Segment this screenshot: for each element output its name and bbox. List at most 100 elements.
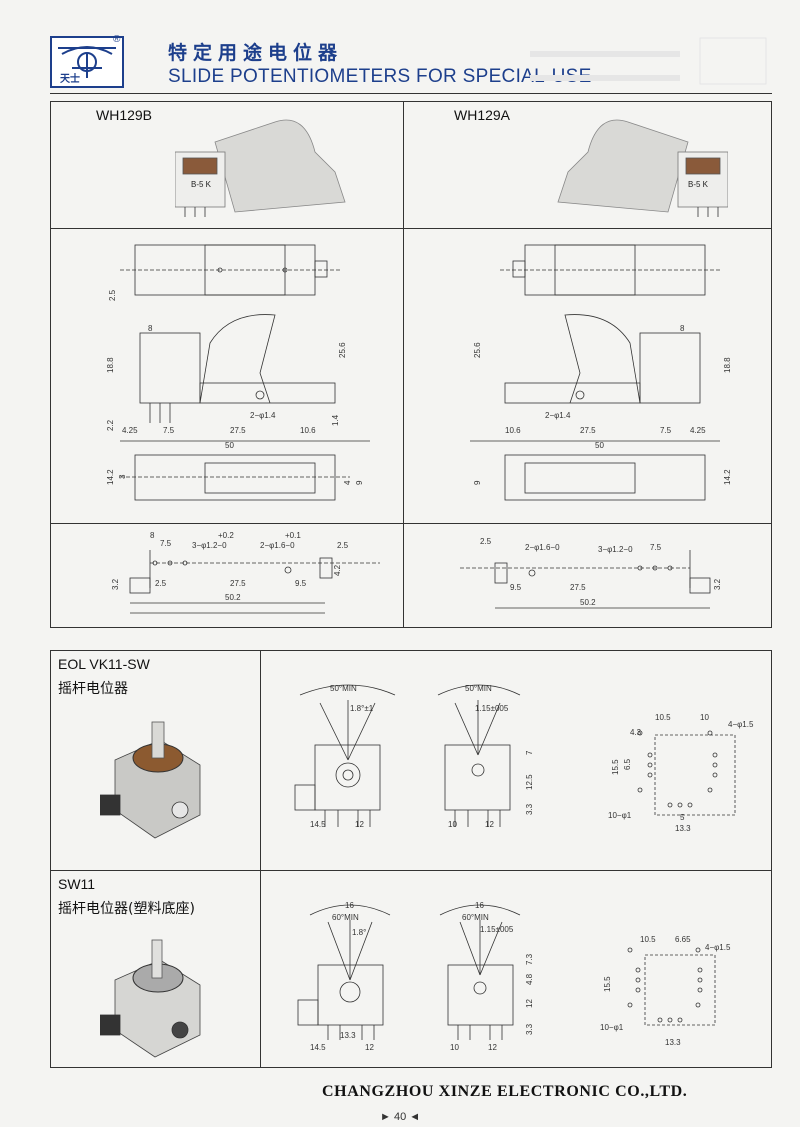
sw-a60: 60°MIN [332,913,359,922]
js-a1: 1.8°±1 [350,704,374,713]
table-hdivider-2 [50,523,772,524]
sw3-d6-65: 6.65 [675,935,691,944]
dim-7-5-r: 7.5 [660,426,672,435]
pcb-r-d27-5: 27.5 [570,583,586,592]
dim-14-2-r: 14.2 [723,469,732,485]
pcb-d9-5: 9.5 [295,579,307,588]
company-logo: 天士 [50,36,124,88]
js2-d10: 10 [448,820,457,829]
dim-25-6: 25.6 [338,342,347,358]
page-title-cn: 特定用途电位器 [168,42,344,64]
js3-d10-5: 10.5 [655,713,671,722]
drawing-sw11: 16 60°MIN 1.8° 14.5 13.3 12 16 60°MIN 1.… [270,880,765,1060]
sw2-d12: 12 [525,999,534,1008]
sw-a1-8: 1.8° [352,928,366,937]
dim-4-25-r: 4.25 [690,426,706,435]
js3-d10: 10 [700,713,709,722]
pcb-d4-2: 4.2 [333,564,342,576]
sw2-a60: 60°MIN [462,913,489,922]
js3-d5: 5 [680,813,685,822]
sw-d13-3: 13.3 [340,1031,356,1040]
sw-d12: 12 [365,1043,374,1052]
dim-27-5: 27.5 [230,426,246,435]
model-label-eol-vk11-sw: EOL VK11-SW [58,656,150,672]
sw2-d3-3: 3.3 [525,1023,534,1035]
pcb-d27-5: 27.5 [230,579,246,588]
js3-holes: 4−φ1.5 [728,720,754,729]
dim-50-r: 50 [595,441,604,450]
sw2-d7-3: 7.3 [525,953,534,965]
faded-background-watermark [530,36,770,88]
sw3-pins: 10−φ1 [600,1023,624,1032]
product-label-left: B-5 K [191,180,212,189]
js3-pins: 10−φ1 [608,811,632,820]
dim-4-25: 4.25 [122,426,138,435]
sw2-a2: 1.15±005 [480,925,514,934]
pcb-r-d3-2: 3.2 [713,578,722,590]
joystick-table-hdivider [50,870,772,871]
page-number-value: 40 [393,1111,407,1123]
dim-10-6: 10.6 [300,426,316,435]
sw-d16: 16 [345,901,354,910]
pcb-hole1: 3−φ1.2−0 [192,541,227,550]
sw2-d4-8: 4.8 [525,973,534,985]
dim-holes-r: 2−φ1.4 [545,411,571,420]
js2-a2: 1.15±005 [475,704,509,713]
sw3-d15-5: 15.5 [603,976,612,992]
dim-10-6-r: 10.6 [505,426,521,435]
drawing-wh129b: 8 18.8 25.6 4.25 7.5 27.5 10.6 50 2−φ1.4… [100,233,400,523]
model-label-wh129b: WH129B [96,107,153,123]
pcb-r-d2-5: 2.5 [480,537,492,546]
dim-8-r: 8 [680,324,685,333]
dim-9-r: 9 [473,480,482,485]
sw3-d13-3: 13.3 [665,1038,681,1047]
dim-3: 3 [118,474,127,479]
dim-1-4: 1.4 [331,414,340,426]
logo-text: 天士 [60,74,80,85]
dim-4: 4 [343,480,352,485]
joystick-table-vdivider [260,650,261,1068]
pcb-d2-5: 2.5 [337,541,349,550]
pcb-r-d9-5: 9.5 [510,583,522,592]
pcb-r-d7-5: 7.5 [650,543,662,552]
sw-d14-5: 14.5 [310,1043,326,1052]
sw3-d10-5: 10.5 [640,935,656,944]
js3-d15-5: 15.5 [611,759,620,775]
dim-18-8: 18.8 [106,357,115,373]
product-label-right: B-5 K [688,180,709,189]
model-desc-sw11: 摇杆电位器(塑料底座) [58,901,195,917]
dim-18-8-r: 18.8 [723,357,732,373]
table-hdivider-1 [50,228,772,229]
drawing-wh129a: 8 25.6 18.8 10.6 27.5 7.5 4.25 50 2−φ1.4… [450,233,750,523]
photo-eol-vk11-sw [99,710,210,840]
pcb-tol1: +0.2 [218,531,234,540]
js3-d4-3: 4.3 [630,728,642,737]
model-label-wh129a: WH129A [454,107,511,123]
pcb-d7-5: 7.5 [160,539,172,548]
pcb-d8: 8 [150,531,155,540]
js-d12: 12 [355,820,364,829]
dim-2-5: 2.5 [108,289,117,301]
pcb-r-hole2: 2−φ1.6−0 [525,543,560,552]
joystick-pot-table [50,650,772,1068]
dim-9: 9 [355,480,364,485]
pcb-layout-wh129b: 8 7.5 3−φ1.2−0 +0.2 2−φ1.6−0 +0.1 2.5 2.… [100,528,400,623]
photo-sw11 [99,935,210,1060]
js2-d12: 12 [485,820,494,829]
page-number: ► 40 ◄ [380,1111,421,1123]
company-name: CHANGZHOU XINZE ELECTRONIC CO.,LTD. [322,1083,688,1100]
js3-d6-5: 6.5 [623,758,632,770]
pcb-d2-5b: 2.5 [155,579,167,588]
pcb-tol2: +0.1 [285,531,301,540]
pcb-d50-2: 50.2 [225,593,241,602]
dim-7-5: 7.5 [163,426,175,435]
model-desc-eol-vk11-sw: 摇杆电位器 [58,681,128,697]
js3-d13-3: 13.3 [675,824,691,833]
dim-50: 50 [225,441,234,450]
js2-d3-3: 3.3 [525,803,534,815]
pcb-hole2: 2−φ1.6−0 [260,541,295,550]
product-photo-wh129b: B-5 K [174,112,355,220]
drawing-eol-vk11-sw: 50°MIN 1.8°±1 14.5 12 50°MIN 1.15±005 10… [270,655,765,865]
dim-2-2: 2.2 [106,419,115,431]
sw2-d10: 10 [450,1043,459,1052]
